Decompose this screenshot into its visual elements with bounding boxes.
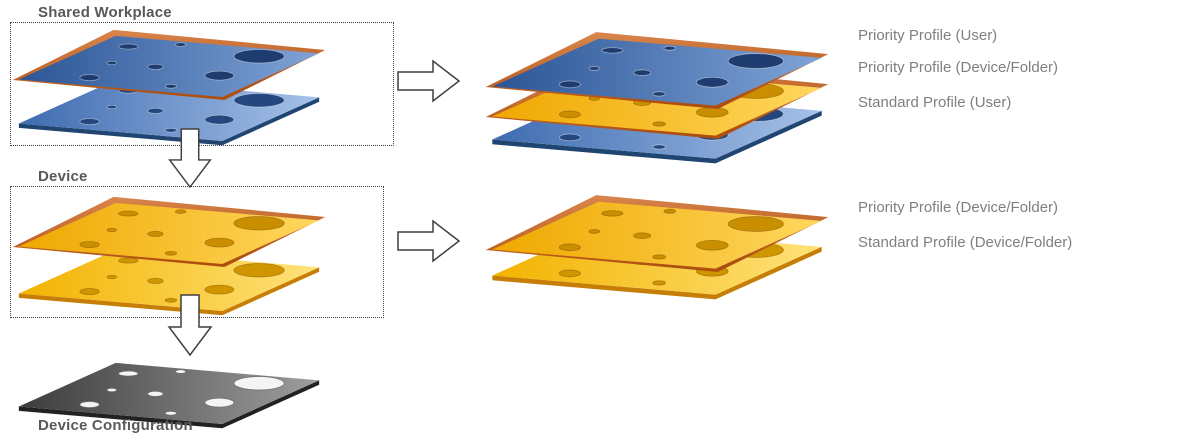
label-priority-profile-device-folder-2: Priority Profile (Device/Folder) [858,199,1059,216]
label-priority-profile-device-folder: Priority Profile (Device/Folder) [858,59,1059,76]
slice-priority-profile-device-folder-result2 [485,191,829,308]
slice-priority-profile-device-folder-source [12,193,326,300]
label-standard-profile-device-folder: Standard Profile (Device/Folder) [858,234,1073,251]
slice-device-configuration [14,353,324,445]
arrow-down-shared-to-device-icon [168,128,212,189]
shared-workplace-box [10,22,394,146]
arrow-right-device-to-result-icon [397,219,461,263]
label-priority-profile-user: Priority Profile (User) [858,27,998,44]
slice-priority-profile-user-source [12,26,326,133]
shared-workplace-label: Shared Workplace [38,4,172,21]
slice-standard-profile-device-folder-source [14,240,324,347]
device-configuration-label: Device Configuration [38,417,193,434]
device-label: Device [38,168,88,185]
slice-standard-profile-user-source [14,70,324,177]
arrow-right-shared-to-result-icon [397,59,461,103]
label-standard-profile-user: Standard Profile (User) [858,94,1012,111]
slice-priority-profile-user-result [485,28,829,145]
arrow-down-device-to-config-icon [167,294,213,357]
